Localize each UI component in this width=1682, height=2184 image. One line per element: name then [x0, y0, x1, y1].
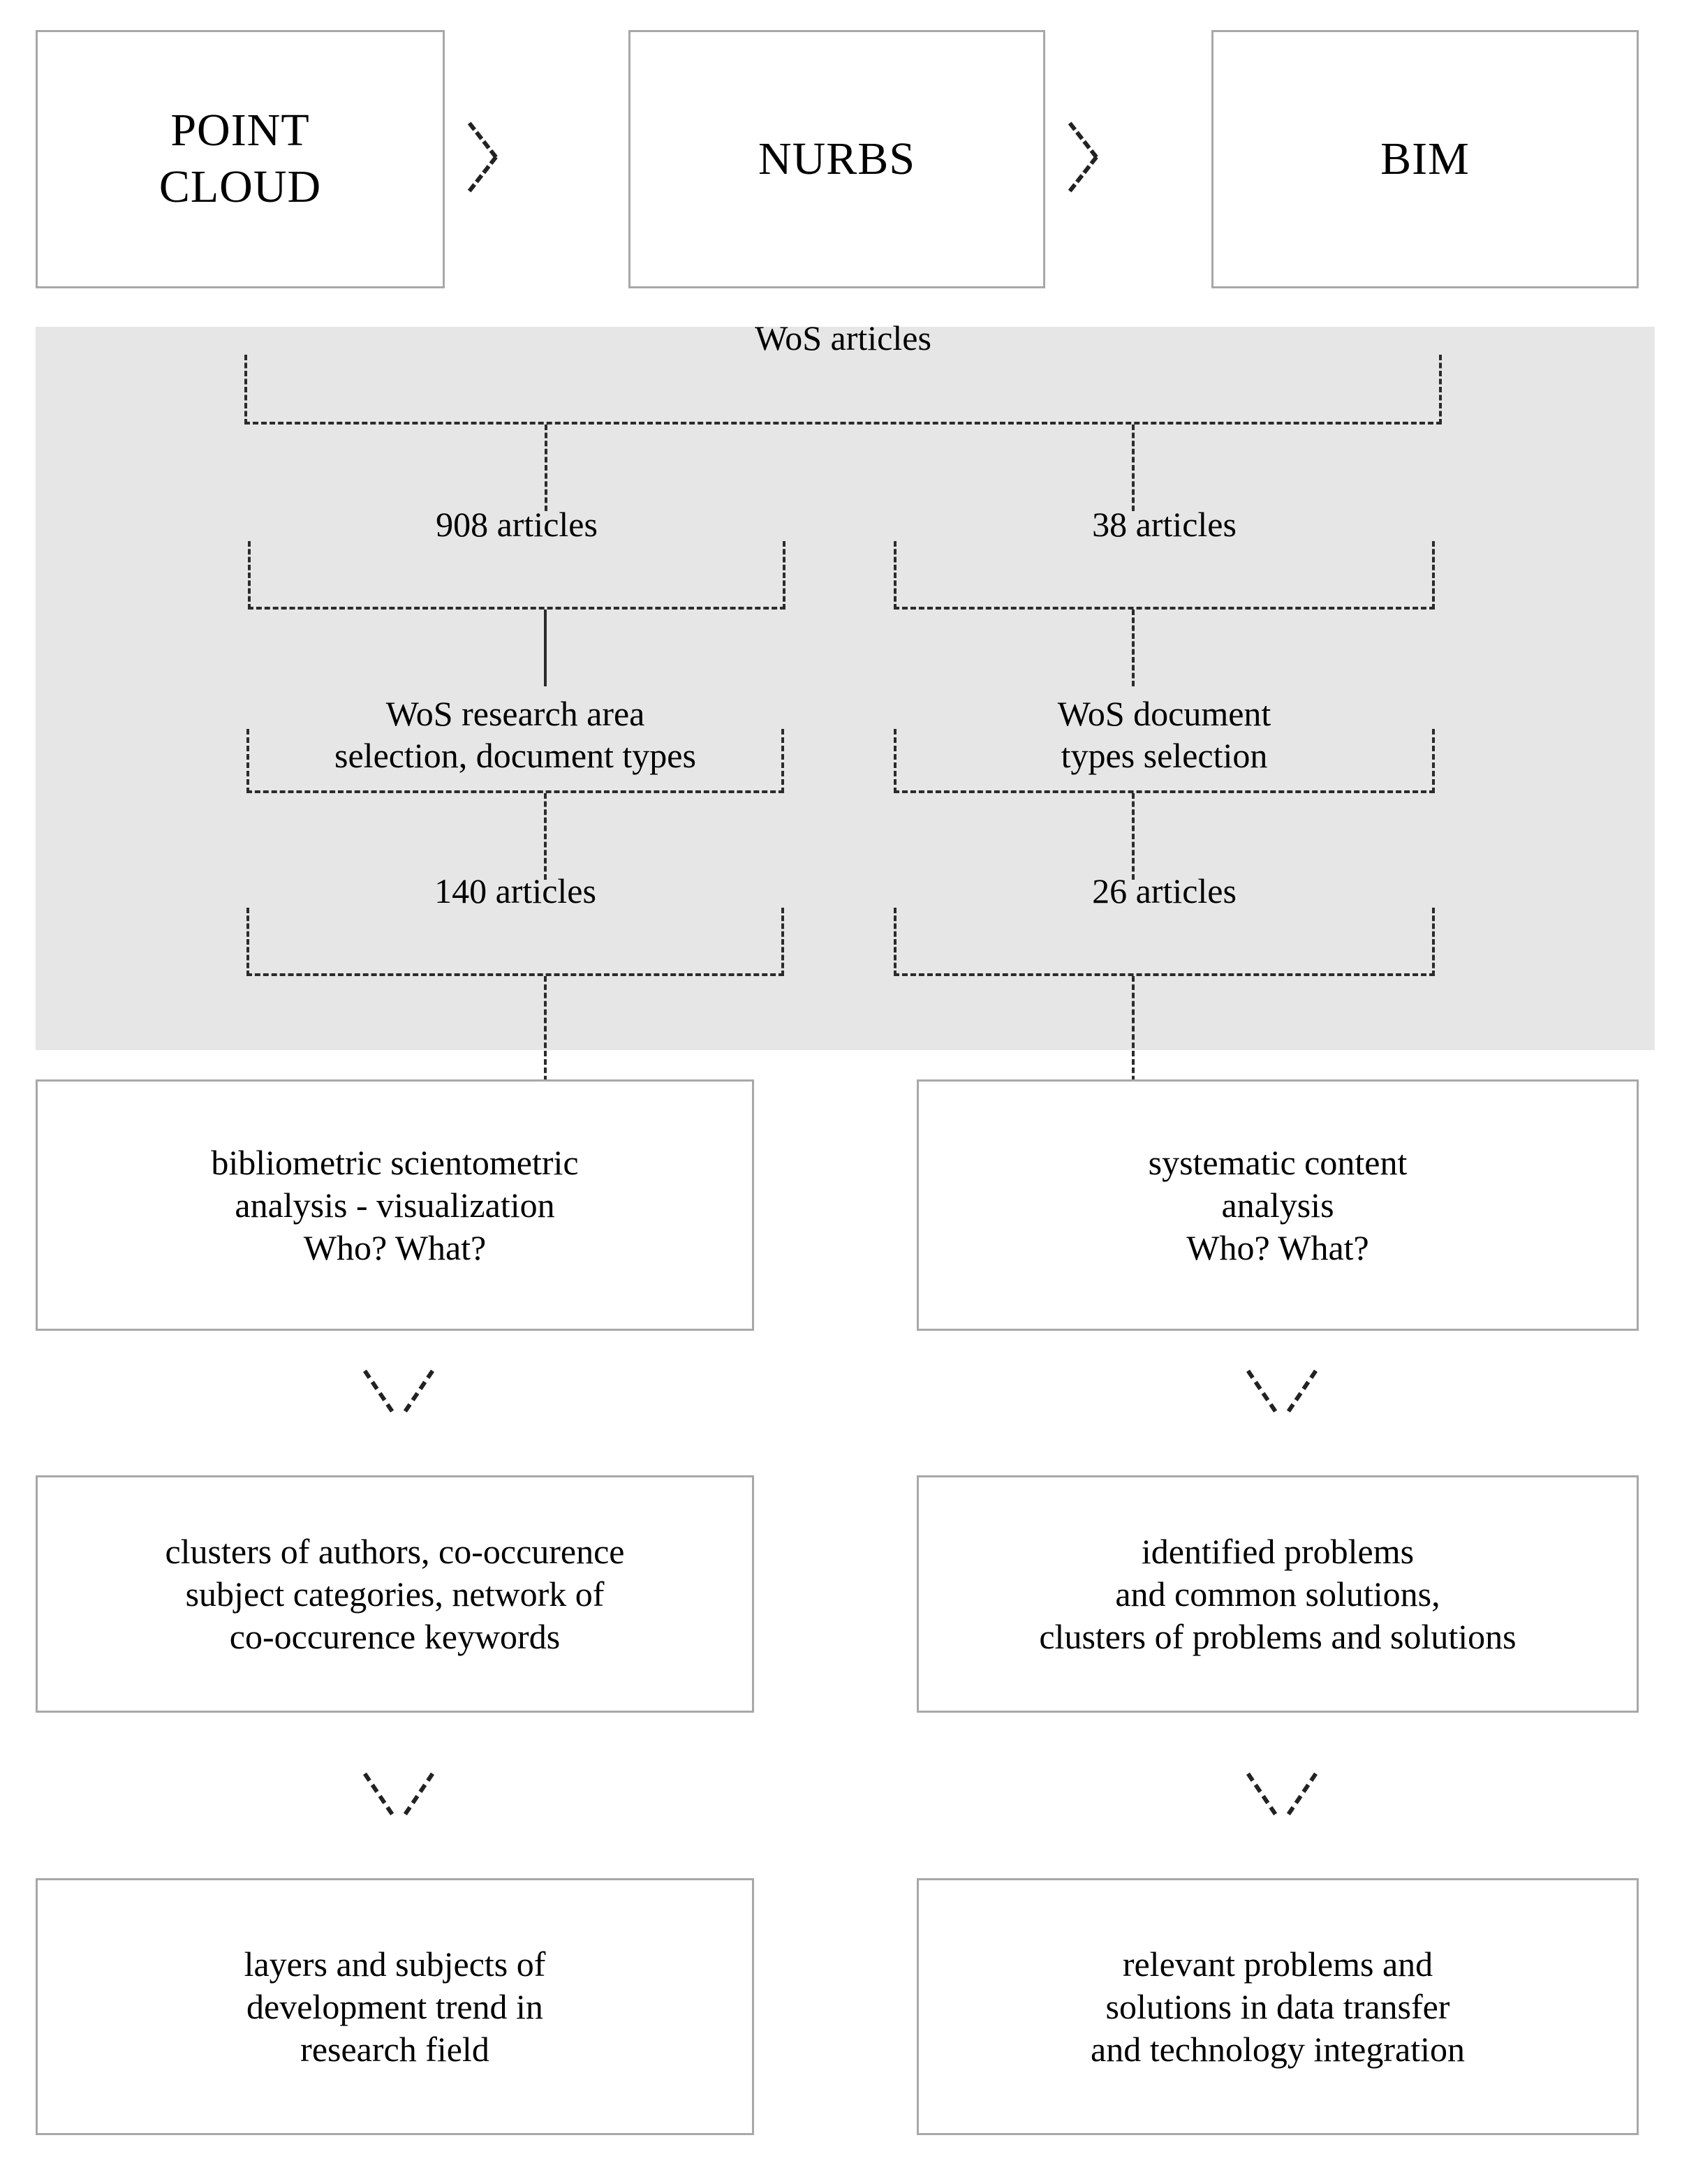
screening-left-result-box: 140 articles — [246, 871, 784, 976]
analysis-box-label: layers and subjects of development trend… — [244, 1944, 546, 2069]
chevron-right-icon-2 — [1068, 115, 1152, 199]
screening-right-result-box: 26 articles — [894, 871, 1435, 976]
connector-source-to-left — [545, 425, 547, 511]
pipeline-step-bim[interactable]: BIM — [1211, 30, 1639, 288]
analysis-box-label: relevant problems and solutions in data … — [1091, 1944, 1465, 2069]
screening-source-label: WoS articles — [755, 318, 931, 357]
analysis-left-box-3[interactable]: layers and subjects of development trend… — [36, 1878, 754, 2135]
chevron-down-icon-left-2 — [355, 1772, 438, 1836]
analysis-left-box-2[interactable]: clusters of authors, co-occurence subjec… — [36, 1475, 754, 1713]
screening-left-count-box: 908 articles — [248, 505, 785, 610]
analysis-box-label: systematic content analysis Who? What? — [1148, 1142, 1408, 1267]
screening-left-filter-label: WoS research area selection, document ty… — [334, 694, 696, 775]
connector-source-to-right — [1132, 425, 1135, 511]
connector-right-filter-to-result — [1132, 793, 1135, 880]
screening-right-count-box: 38 articles — [894, 505, 1435, 610]
pipeline-step-point-cloud[interactable]: POINT CLOUD — [36, 30, 445, 288]
screening-right-filter-label: WoS document types selection — [1057, 694, 1271, 775]
screening-panel — [36, 327, 1655, 1050]
screening-source-box: WoS articles — [244, 318, 1442, 425]
analysis-box-label: clusters of authors, co-occurence subjec… — [165, 1531, 625, 1656]
analysis-box-label: bibliometric scientometric analysis - vi… — [211, 1142, 579, 1267]
screening-right-result-label: 26 articles — [1092, 871, 1237, 910]
connector-right-count-to-filter — [1132, 610, 1135, 686]
screening-left-count-label: 908 articles — [436, 505, 598, 544]
screening-left-result-label: 140 articles — [434, 871, 596, 910]
pipeline-step-label: NURBS — [758, 133, 916, 184]
analysis-left-box-1[interactable]: bibliometric scientometric analysis - vi… — [36, 1079, 754, 1331]
chevron-right-icon-1 — [467, 115, 552, 199]
analysis-right-box-2[interactable]: identified problems and common solutions… — [917, 1475, 1639, 1713]
pipeline-step-nurbs[interactable]: NURBS — [628, 30, 1045, 288]
connector-left-filter-to-result — [544, 793, 547, 880]
connector-right-result-to-analysis — [1132, 976, 1135, 1139]
pipeline-step-label: POINT CLOUD — [158, 105, 322, 212]
screening-right-count-label: 38 articles — [1092, 505, 1237, 544]
screening-left-filter-box: WoS research area selection, document ty… — [246, 694, 784, 793]
connector-left-result-to-analysis — [544, 976, 547, 1139]
chevron-down-icon-right-1 — [1238, 1369, 1322, 1433]
analysis-right-box-1[interactable]: systematic content analysis Who? What? — [917, 1079, 1639, 1331]
analysis-right-box-3[interactable]: relevant problems and solutions in data … — [917, 1878, 1639, 2135]
chevron-down-icon-left-1 — [355, 1369, 438, 1433]
chevron-down-icon-right-2 — [1238, 1772, 1322, 1836]
pipeline-step-label: BIM — [1380, 133, 1470, 184]
screening-right-filter-box: WoS document types selection — [894, 694, 1435, 793]
connector-left-count-to-filter — [544, 610, 547, 686]
analysis-box-label: identified problems and common solutions… — [1039, 1531, 1517, 1656]
